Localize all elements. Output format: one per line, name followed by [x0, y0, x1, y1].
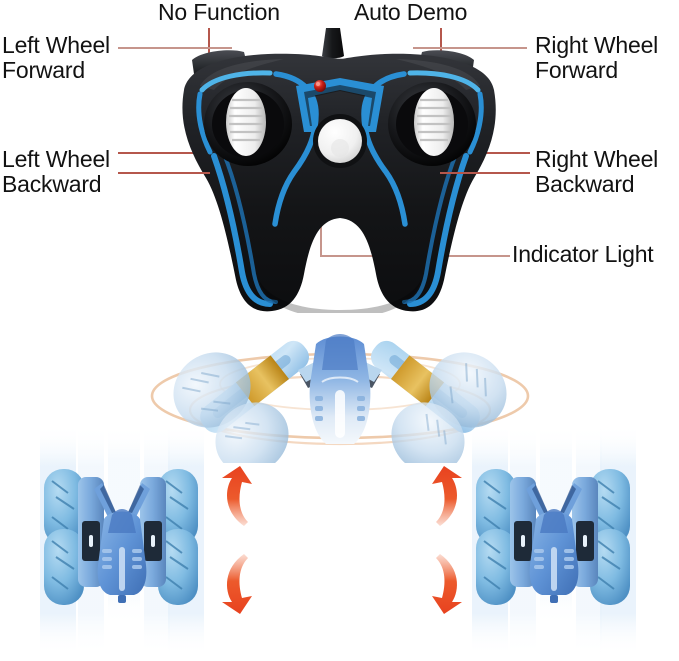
leader-line-right-wheel-forward — [413, 47, 527, 49]
wheel-front-left — [476, 469, 516, 545]
wheel-rear-right — [590, 529, 630, 605]
leader-line-right-wheel-backward — [440, 172, 530, 174]
callout-label-auto-demo: Auto Demo — [354, 0, 468, 25]
wheel-front-right — [158, 469, 198, 545]
callout-label-left-wheel-backward: Left Wheel Backward — [2, 146, 110, 197]
rotation-arrow-left-bottom — [218, 552, 260, 614]
accent-stripe-right-grip — [407, 153, 469, 307]
rotation-arrow-left-top — [218, 466, 260, 528]
leader-line-left-wheel-forward — [118, 47, 232, 49]
leader-line-no-function-foot — [118, 152, 210, 154]
accent-stripe-left-grip — [211, 153, 273, 307]
callout-label-left-wheel-forward: Left Wheel Forward — [2, 32, 110, 83]
accent-stripe-right-top — [407, 70, 481, 93]
stunt-car-left-rotation — [16, 425, 236, 655]
antenna — [322, 28, 344, 59]
indicator-light-led — [314, 80, 326, 92]
wheel-front-left — [44, 469, 84, 545]
left-thumbwheel — [226, 88, 266, 156]
wheel-rear-right — [158, 529, 198, 605]
rotation-arrow-right-bottom — [424, 552, 466, 614]
stunt-car-spinning — [140, 318, 540, 463]
stunt-car-right-rotation — [448, 425, 668, 655]
callout-label-indicator-light: Indicator Light — [512, 241, 654, 267]
callout-label-no-function: No Function — [158, 0, 280, 25]
wheel-front-right — [590, 469, 630, 545]
leader-line-left-wheel-backward — [118, 172, 210, 174]
rotation-arrow-right-top — [424, 466, 466, 528]
callout-label-right-wheel-forward: Right Wheel Forward — [535, 32, 659, 83]
wheel-rear-left — [476, 529, 516, 605]
callout-label-right-wheel-backward: Right Wheel Backward — [535, 146, 659, 197]
right-thumbwheel — [414, 88, 454, 156]
wheel-rear-left — [44, 529, 84, 605]
accent-stripe-left-top — [199, 70, 273, 93]
rc-remote-controller — [118, 28, 562, 313]
